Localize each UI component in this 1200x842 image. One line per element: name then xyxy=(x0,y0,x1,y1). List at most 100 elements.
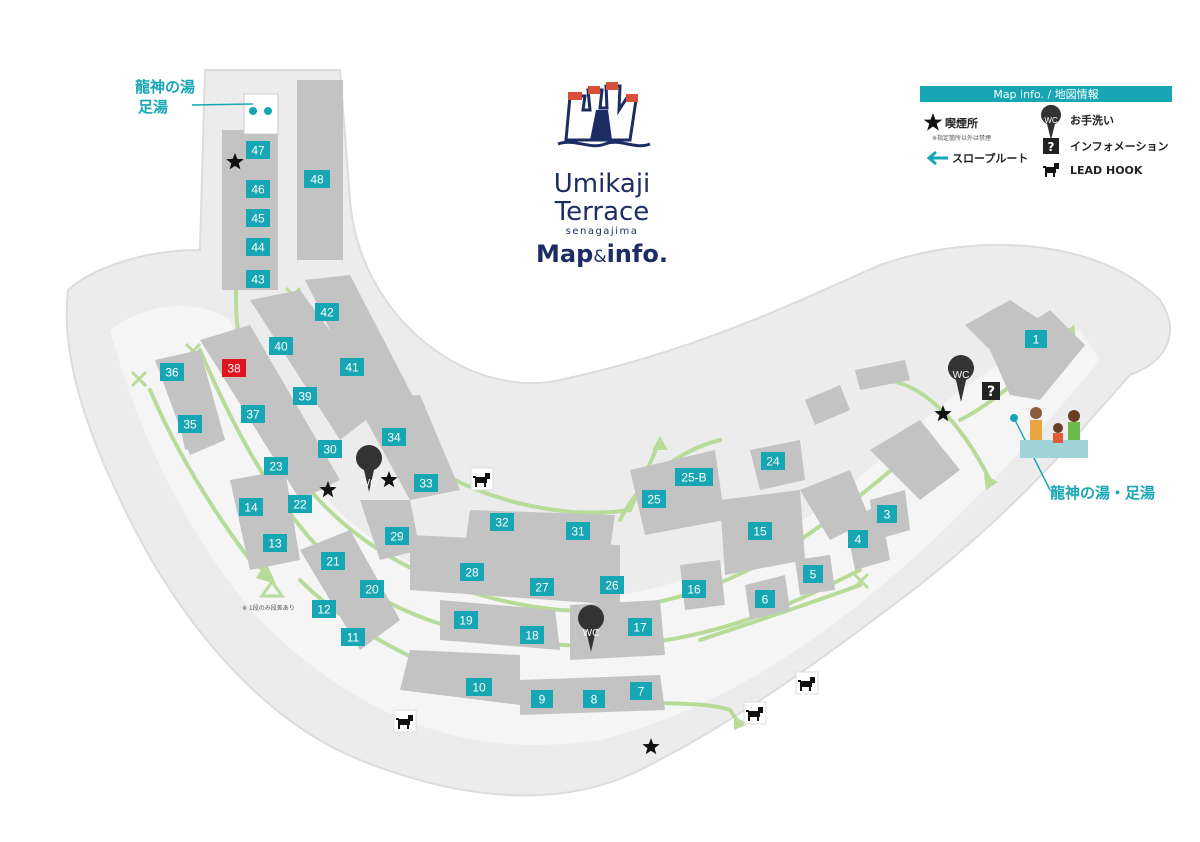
unit-box xyxy=(682,580,706,598)
unit-4: 4 xyxy=(848,530,868,548)
unit-number: 24 xyxy=(766,455,780,469)
question-icon xyxy=(1043,138,1059,154)
dog-icon xyxy=(470,467,494,491)
dog-icon xyxy=(1043,163,1059,177)
cross-icon xyxy=(130,370,148,388)
unit-box xyxy=(288,495,312,513)
unit-box xyxy=(269,337,293,355)
unit-number: 36 xyxy=(165,366,179,380)
unit-number: 21 xyxy=(326,555,340,569)
star-icon xyxy=(226,153,244,170)
footbath-north-building xyxy=(243,93,279,135)
unit-24: 24 xyxy=(761,452,785,470)
smoking-markers xyxy=(226,153,952,755)
unit-box xyxy=(304,170,330,188)
unit-box xyxy=(264,457,288,475)
unit-16: 16 xyxy=(682,580,706,598)
svg-text:?: ? xyxy=(1048,140,1055,154)
unit-box xyxy=(315,303,339,321)
unit-box xyxy=(246,141,270,159)
unit-9: 9 xyxy=(531,690,553,708)
unit-20: 20 xyxy=(360,580,384,598)
toilet-pin-icon xyxy=(948,354,975,402)
unit-number: 43 xyxy=(251,273,265,287)
svg-text:WC: WC xyxy=(361,478,378,489)
unit-47: 47 xyxy=(246,141,270,159)
logo-brand-b: info. xyxy=(607,240,668,268)
dog-icon xyxy=(743,701,767,725)
slope-arrow-icon xyxy=(734,716,748,730)
unit-box xyxy=(246,238,270,256)
unit-45: 45 xyxy=(246,209,270,227)
triangle-marker-icon xyxy=(259,579,285,598)
unit-box xyxy=(755,590,775,608)
callout-north-line1: 龍神の湯 xyxy=(135,78,195,96)
unit-44: 44 xyxy=(246,238,270,256)
callout-north-line2: 足湯 xyxy=(138,98,168,116)
unit-box xyxy=(748,522,772,540)
star-icon xyxy=(923,113,943,131)
toilet-pin-icon xyxy=(578,605,604,652)
unit-number: 3 xyxy=(884,508,891,522)
unit-number: 31 xyxy=(571,525,585,539)
logo: Umikaji Terrace senagajima Map&info. xyxy=(536,82,668,268)
logo-line2: Terrace xyxy=(554,197,650,227)
toilet-pin-icon xyxy=(1041,104,1062,140)
unit-box xyxy=(630,682,652,700)
unit-41: 41 xyxy=(340,358,364,376)
unit-box xyxy=(178,415,202,433)
unit-6: 6 xyxy=(755,590,775,608)
unit-box xyxy=(318,440,342,458)
unit-1: 1 xyxy=(1025,330,1047,348)
unit-box xyxy=(414,474,438,492)
logo-brand-a: Map xyxy=(536,240,593,268)
leadhook-markers xyxy=(393,467,819,733)
unit-box xyxy=(385,527,409,545)
unit-number: 40 xyxy=(274,340,288,354)
unit-36: 36 xyxy=(160,363,184,381)
unit-number: 25-B xyxy=(681,471,706,485)
unit-number: 20 xyxy=(365,583,379,597)
dog-icon xyxy=(795,671,819,695)
unit-box xyxy=(848,530,868,548)
unit-box xyxy=(246,180,270,198)
unit-box xyxy=(454,611,478,629)
unit-box xyxy=(239,498,263,516)
unit-box xyxy=(761,452,785,470)
unit-number: 46 xyxy=(251,183,265,197)
unit-number: 39 xyxy=(298,390,312,404)
star-icon xyxy=(934,405,952,422)
step-note: ※ 1段のみ段差あり xyxy=(242,604,295,612)
unit-number: 1 xyxy=(1033,333,1040,347)
unit-number: 19 xyxy=(459,614,473,628)
footbath-north-dot-icon xyxy=(264,107,272,115)
slope-arrow-icon xyxy=(256,562,276,584)
unit-number: 22 xyxy=(293,498,307,512)
unit-box xyxy=(160,363,184,381)
unit-box xyxy=(877,505,897,523)
unit-number: 26 xyxy=(605,579,619,593)
legend-header-bar xyxy=(920,86,1172,102)
unit-18: 18 xyxy=(520,626,544,644)
unit-box xyxy=(382,428,406,446)
unit-40: 40 xyxy=(269,337,293,355)
unit-27: 27 xyxy=(530,578,554,596)
svg-text:WC: WC xyxy=(1044,116,1058,125)
unit-box xyxy=(360,580,384,598)
unit-15: 15 xyxy=(748,522,772,540)
unit-number: 34 xyxy=(387,431,401,445)
unit-35: 35 xyxy=(178,415,202,433)
unit-box xyxy=(293,387,317,405)
star-icon xyxy=(380,471,398,488)
unit-box xyxy=(675,468,713,486)
unit-number: 7 xyxy=(638,685,645,699)
toilet-marker: WC xyxy=(578,605,604,652)
unit-box xyxy=(490,513,514,531)
unit-box xyxy=(246,209,270,227)
cross-icon xyxy=(852,572,870,590)
unit-number: 33 xyxy=(419,477,433,491)
unit-12: 12 xyxy=(312,600,336,618)
star-icon xyxy=(642,738,660,755)
unit-box xyxy=(246,270,270,288)
